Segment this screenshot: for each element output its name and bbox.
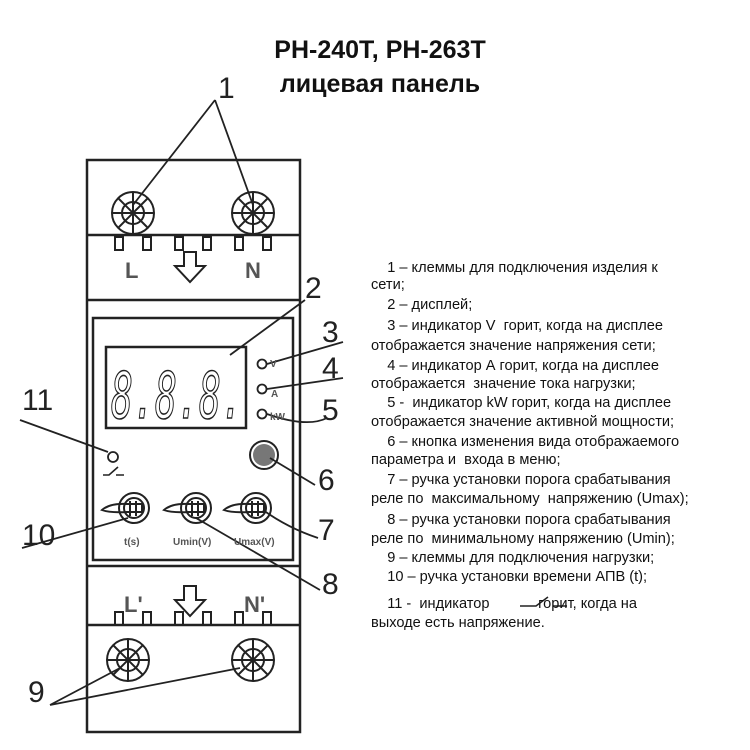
device-body <box>85 158 302 734</box>
legend-line: 4 – индикатор А горит, когда на дисплее <box>371 358 659 374</box>
callout-6: 6 <box>318 464 335 497</box>
legend-line: 1 – клеммы для подключения изделия к <box>371 260 658 276</box>
indicator-label-v: V <box>270 359 277 370</box>
display-digits: 8.8.8. <box>111 360 243 434</box>
legend-line: 6 – кнопка изменения вида отображаемого <box>371 434 680 450</box>
legend-line: отображается значение напряжения сети; <box>371 338 656 354</box>
legend-line: реле по максимальному напряжению (Umax); <box>371 491 689 507</box>
knob-label-umax: Umax(V) <box>234 537 275 548</box>
switch-icon <box>103 466 124 476</box>
callout-1: 1 <box>218 72 235 105</box>
indicator-v <box>256 358 268 370</box>
callout-10: 10 <box>22 519 55 552</box>
indicator-label-kw: kW <box>270 412 286 423</box>
terminal-label-n: N <box>245 258 261 283</box>
terminal-label-n-out: N' <box>244 592 265 617</box>
switch-icon <box>520 596 567 607</box>
indicator-kw <box>256 408 268 420</box>
legend-line: отображается значение активной мощности; <box>371 414 675 430</box>
legend-line: реле по минимальному напряжению (Umin); <box>371 531 675 547</box>
knob-label-umin: Umin(V) <box>173 537 211 548</box>
legend-line: 3 – индикатор V горит, когда на дисплее <box>371 318 664 334</box>
callout-7: 7 <box>318 514 335 547</box>
display <box>104 345 248 430</box>
terminal-label-l: L <box>125 258 138 283</box>
indicator-a <box>256 383 268 395</box>
callout-2: 2 <box>305 272 322 305</box>
terminal-label-l-out: L' <box>124 592 143 617</box>
legend-line: выходе есть напряжение. <box>371 615 545 631</box>
callout-8: 8 <box>322 568 339 601</box>
arrow-down-icon <box>172 251 208 284</box>
legend-line: 7 – ручка установки порога срабатывания <box>371 472 671 488</box>
legend-line: отображается значение тока нагрузки; <box>371 376 636 392</box>
legend-line: 5 - индикатор kW горит, когда на дисплее <box>371 395 672 411</box>
callout-4: 4 <box>322 352 339 385</box>
indicator-label-a: A <box>271 389 278 400</box>
legend-line: 2 – дисплей; <box>371 297 473 313</box>
callout-5: 5 <box>322 394 339 427</box>
legend-line: 9 – клеммы для подключения нагрузки; <box>371 550 655 566</box>
legend-line: 10 – ручка установки времени АПВ (t); <box>371 569 648 585</box>
callout-9: 9 <box>28 676 45 709</box>
terminal-screw-icon <box>106 191 275 682</box>
title-models: РН-240Т, РН-263Т <box>274 36 486 64</box>
callout-3: 3 <box>322 316 339 349</box>
legend-line: 11 - индикатор горит, когда на <box>371 596 637 612</box>
knob-icon <box>100 492 272 524</box>
legend-line: 8 – ручка установки порога срабатывания <box>371 512 671 528</box>
arrow-down-icon <box>172 585 208 618</box>
legend-line: сети; <box>371 277 405 293</box>
knob-label-t: t(s) <box>124 537 140 548</box>
output-indicator <box>107 451 119 463</box>
menu-button <box>253 444 275 466</box>
legend-line: параметра и входа в меню; <box>371 452 561 468</box>
callout-11: 11 <box>22 384 53 417</box>
title-subtitle: лицевая панель <box>279 70 481 98</box>
